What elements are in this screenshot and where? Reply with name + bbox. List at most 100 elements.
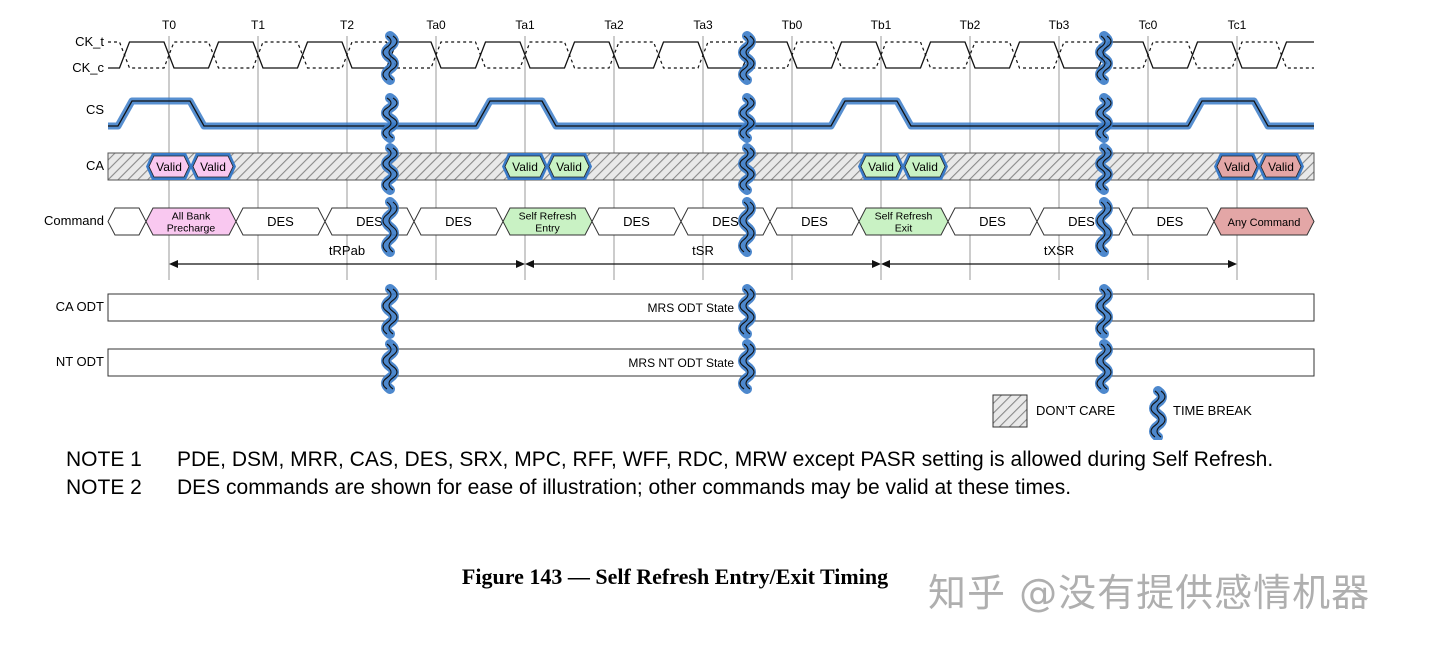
break-edge xyxy=(388,343,398,390)
clock-label: Tb0 xyxy=(782,18,803,32)
clock-label: T2 xyxy=(340,18,354,32)
note-2: NOTE 2 DES commands are shown for ease o… xyxy=(66,474,1326,502)
command-label: Any Command xyxy=(1228,217,1301,229)
break-edge xyxy=(382,147,392,191)
signal-label: CK_c xyxy=(72,60,104,75)
break-edge xyxy=(1096,35,1106,81)
clock-label: Tc1 xyxy=(1228,18,1247,32)
legend-time-break-label: TIME BREAK xyxy=(1173,403,1252,418)
ca-dont-care-band xyxy=(107,152,1315,181)
command-label: DES xyxy=(356,214,383,229)
clock-waveform xyxy=(108,41,1314,69)
clock-label: Tb3 xyxy=(1049,18,1070,32)
break-band xyxy=(1095,339,1113,394)
figure-caption: Figure 143 — Self Refresh Entry/Exit Tim… xyxy=(461,564,889,589)
clock-label: Tb1 xyxy=(871,18,892,32)
break-band xyxy=(381,31,399,85)
ca-valid-cell xyxy=(1216,155,1258,178)
ca-valid-cell xyxy=(148,155,190,178)
ca-valid-cell xyxy=(548,155,590,178)
break-edge xyxy=(1102,288,1112,335)
break-edge xyxy=(739,343,749,390)
command-cell xyxy=(1213,207,1315,236)
ca-valid-cell xyxy=(504,155,546,178)
clock-label: Ta1 xyxy=(515,18,535,32)
break-band xyxy=(1095,284,1113,339)
command-label: Exit xyxy=(895,223,913,235)
command-label: DES xyxy=(1068,214,1095,229)
timing-arrow-head xyxy=(516,260,525,268)
break-edge xyxy=(1096,147,1106,191)
command-label: Self Refresh xyxy=(519,211,577,223)
command-label: Self Refresh xyxy=(875,211,933,223)
clock-label: Ta2 xyxy=(604,18,624,32)
time-breaks xyxy=(381,31,1113,394)
break-edge xyxy=(1096,201,1106,253)
command-label: All Bank xyxy=(172,211,211,223)
ca-odt-state: MRS ODT State xyxy=(648,301,735,315)
legend-dont-care-label: DON’T CARE xyxy=(1036,403,1116,418)
break-edge xyxy=(745,147,755,191)
break-edge xyxy=(739,35,749,81)
ca-valid-cell xyxy=(1260,155,1302,178)
ca-odt-bar xyxy=(107,293,1315,322)
break-edge xyxy=(382,201,392,253)
break-edge xyxy=(1102,35,1112,81)
ca-valid-cell xyxy=(904,155,946,178)
note-text: DES commands are shown for ease of illus… xyxy=(177,476,1072,499)
timing-label: tXSR xyxy=(1044,243,1074,258)
note-label: NOTE 2 xyxy=(66,476,142,499)
legend-dont-care-swatch xyxy=(992,394,1028,428)
note-text: PDE, DSM, MRR, CAS, DES, SRX, MPC, RFF, … xyxy=(177,448,1274,471)
ca-valid-label: Valid xyxy=(512,160,538,174)
break-edge xyxy=(1102,201,1112,253)
break-edge xyxy=(739,97,749,139)
clock-label: T0 xyxy=(162,18,176,32)
clock-label: Tc0 xyxy=(1139,18,1158,32)
ca-valid-label: Valid xyxy=(156,160,182,174)
break-edge xyxy=(382,343,392,390)
break-band xyxy=(1149,386,1167,440)
break-edge xyxy=(1150,390,1160,438)
nt-odt-bar xyxy=(107,348,1315,377)
signal-label: CK_t xyxy=(75,34,104,49)
break-edge xyxy=(388,288,398,335)
command-label: DES xyxy=(979,214,1006,229)
command-label: DES xyxy=(712,214,739,229)
ca-valid-label: Valid xyxy=(1268,160,1294,174)
break-edge xyxy=(1102,97,1112,139)
break-edge xyxy=(745,288,755,335)
break-edge xyxy=(745,201,755,253)
ca-valid-label: Valid xyxy=(912,160,938,174)
clock-label: T1 xyxy=(251,18,265,32)
break-edge xyxy=(1096,288,1106,335)
break-edge xyxy=(388,97,398,139)
break-edge xyxy=(382,288,392,335)
timing-arrow-head xyxy=(881,260,890,268)
break-band xyxy=(381,197,399,257)
command-label: Precharge xyxy=(167,223,216,235)
break-edge xyxy=(745,35,755,81)
break-edge xyxy=(1156,390,1166,438)
timing-arrow-head xyxy=(872,260,881,268)
clock-label: Ta3 xyxy=(693,18,713,32)
break-edge xyxy=(745,343,755,390)
command-label: DES xyxy=(1157,214,1184,229)
note-label: NOTE 1 xyxy=(66,448,142,471)
signal-label: CA xyxy=(86,158,104,173)
break-band xyxy=(738,31,756,85)
break-edge xyxy=(1096,343,1106,390)
break-edge xyxy=(388,147,398,191)
clock-label: Tb2 xyxy=(960,18,981,32)
ca-valid-label: Valid xyxy=(556,160,582,174)
ck-c-trace xyxy=(108,41,1314,69)
legend: DON’T CARE TIME BREAK xyxy=(992,386,1252,440)
timing-arrow-head xyxy=(525,260,534,268)
command-label: DES xyxy=(267,214,294,229)
